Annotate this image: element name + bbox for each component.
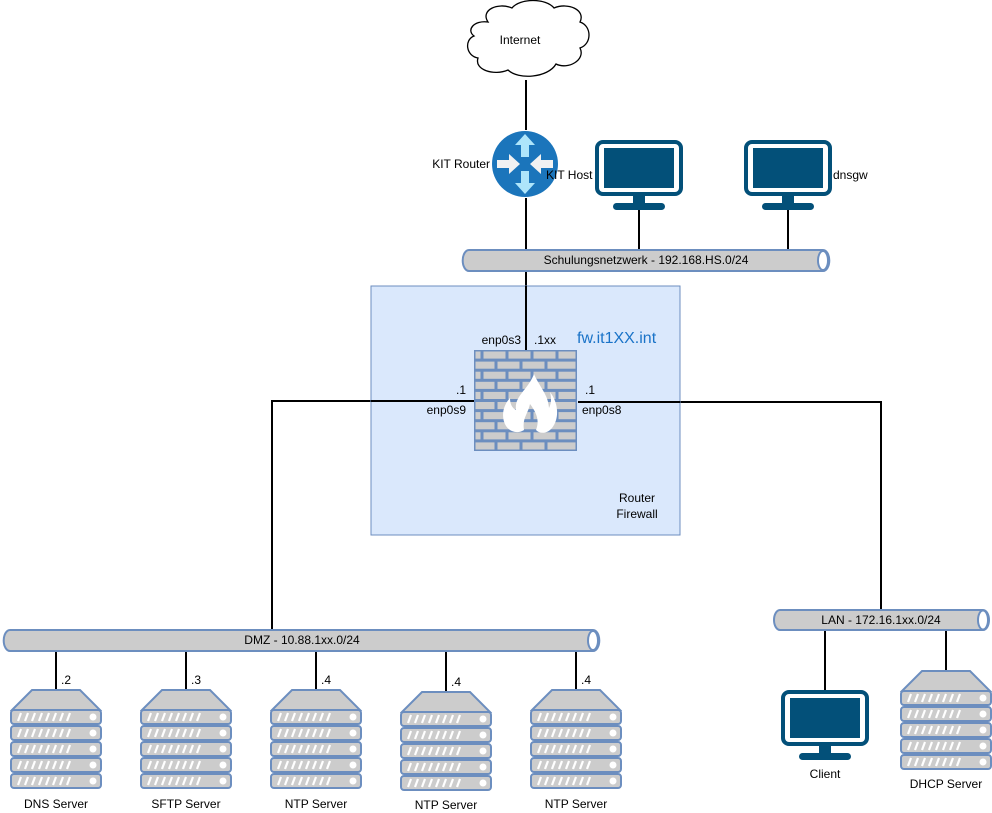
firewall-brick — [475, 351, 481, 359]
firewall-zone-label: Router Firewall — [616, 490, 657, 522]
kit-host-label: KIT Host — [546, 168, 593, 182]
firewall-brick — [475, 391, 481, 399]
firewall-brick — [547, 402, 576, 410]
zone-label-line1: Router — [618, 491, 656, 505]
dmz-server-5-addr: .4 — [581, 673, 592, 687]
lan-label: LAN - 172.16.1xx.0/24 — [821, 613, 941, 627]
firewall-brick — [558, 391, 576, 399]
ntp-server-3-icon[interactable] — [531, 690, 621, 788]
ntp-server-1-icon[interactable] — [271, 690, 361, 788]
firewall-brick — [497, 381, 520, 389]
dnsgw-monitor-icon[interactable] — [744, 140, 832, 212]
zone-label-line2: Firewall — [616, 507, 658, 521]
kit-host-monitor-icon[interactable] — [595, 140, 683, 212]
firewall-hostname: fw.it1XX.int — [577, 330, 657, 347]
firewall-brick — [497, 361, 520, 369]
firewall-brick — [483, 391, 506, 399]
firewall-brick — [558, 432, 576, 440]
firewall-brick — [475, 412, 481, 420]
dmz-server-3-label: NTP Server — [284, 797, 348, 811]
dhcp-server-icon[interactable] — [901, 671, 991, 769]
lan-interface-name: enp0s8 — [582, 403, 622, 417]
dns-server-icon[interactable] — [11, 690, 101, 788]
firewall-brick — [533, 432, 556, 440]
firewall-brick — [558, 351, 576, 359]
cloud-icon[interactable] — [467, 0, 590, 77]
firewall-brick — [475, 442, 495, 450]
firewall-brick — [547, 361, 576, 369]
sftp-server-icon[interactable] — [141, 690, 231, 788]
dmz-interface-name: enp0s9 — [426, 403, 466, 417]
dmz-server-4-label: NTP Server — [414, 798, 478, 812]
firewall-brick — [547, 422, 576, 430]
internet-label: Internet — [499, 33, 541, 47]
firewall-brick — [522, 422, 545, 430]
firewall-brick — [522, 442, 545, 450]
firewall-icon[interactable] — [474, 350, 577, 451]
firewall-brick — [533, 371, 556, 379]
firewall-brick — [508, 432, 531, 440]
firewall-brick — [508, 371, 531, 379]
firewall-brick — [483, 432, 506, 440]
firewall-brick — [483, 371, 506, 379]
ntp-server-2-icon[interactable] — [401, 692, 491, 790]
client-label: Client — [809, 767, 841, 781]
firewall-brick — [475, 402, 495, 410]
dmz-label: DMZ - 10.88.1xx.0/24 — [244, 633, 360, 647]
dmz-server-5-label: NTP Server — [544, 797, 608, 811]
lan-bus[interactable] — [773, 609, 990, 631]
schulungsnetz-label: Schulungsnetzwerk - 192.168.HS.0/24 — [543, 253, 749, 267]
lan-interface-addr: .1 — [585, 383, 596, 397]
router-icon[interactable] — [492, 131, 558, 197]
firewall-brick — [475, 381, 495, 389]
dmz-server-1-addr: .2 — [61, 673, 72, 687]
flame-icon — [503, 374, 558, 433]
firewall-brick — [475, 422, 495, 430]
schulungsnetz-bus[interactable] — [461, 249, 831, 272]
dmz-server-4-addr: .4 — [451, 675, 462, 689]
firewall-brick — [533, 351, 556, 359]
firewall-brick — [475, 432, 481, 440]
firewall-brick — [497, 442, 520, 450]
dmz-server-1-label: DNS Server — [23, 797, 89, 811]
dmz-bus[interactable] — [2, 629, 601, 652]
client-monitor-icon[interactable] — [781, 690, 869, 762]
firewall-brick — [522, 361, 545, 369]
dmz-server-2-label: SFTP Server — [151, 797, 221, 811]
firewall-brick — [475, 371, 481, 379]
firewall-brick — [547, 442, 576, 450]
firewall-brick — [483, 351, 506, 359]
wan-interface-addr: .1xx — [534, 333, 557, 347]
firewall-brick — [483, 412, 506, 420]
dmz-server-2-addr: .3 — [191, 673, 202, 687]
dnsgw-label: dnsgw — [833, 168, 868, 182]
firewall-brick — [558, 412, 576, 420]
wan-interface-name: enp0s3 — [481, 333, 521, 347]
dmz-interface-addr: .1 — [455, 383, 466, 397]
firewall-brick — [475, 361, 495, 369]
firewall-brick — [558, 371, 576, 379]
kit-router-label: KIT Router — [432, 157, 490, 171]
firewall-brick — [547, 381, 576, 389]
dmz-server-3-addr: .4 — [321, 673, 332, 687]
firewall-brick — [508, 351, 531, 359]
firewall-brick — [508, 391, 531, 399]
dhcp-server-label: DHCP Server — [909, 777, 983, 791]
